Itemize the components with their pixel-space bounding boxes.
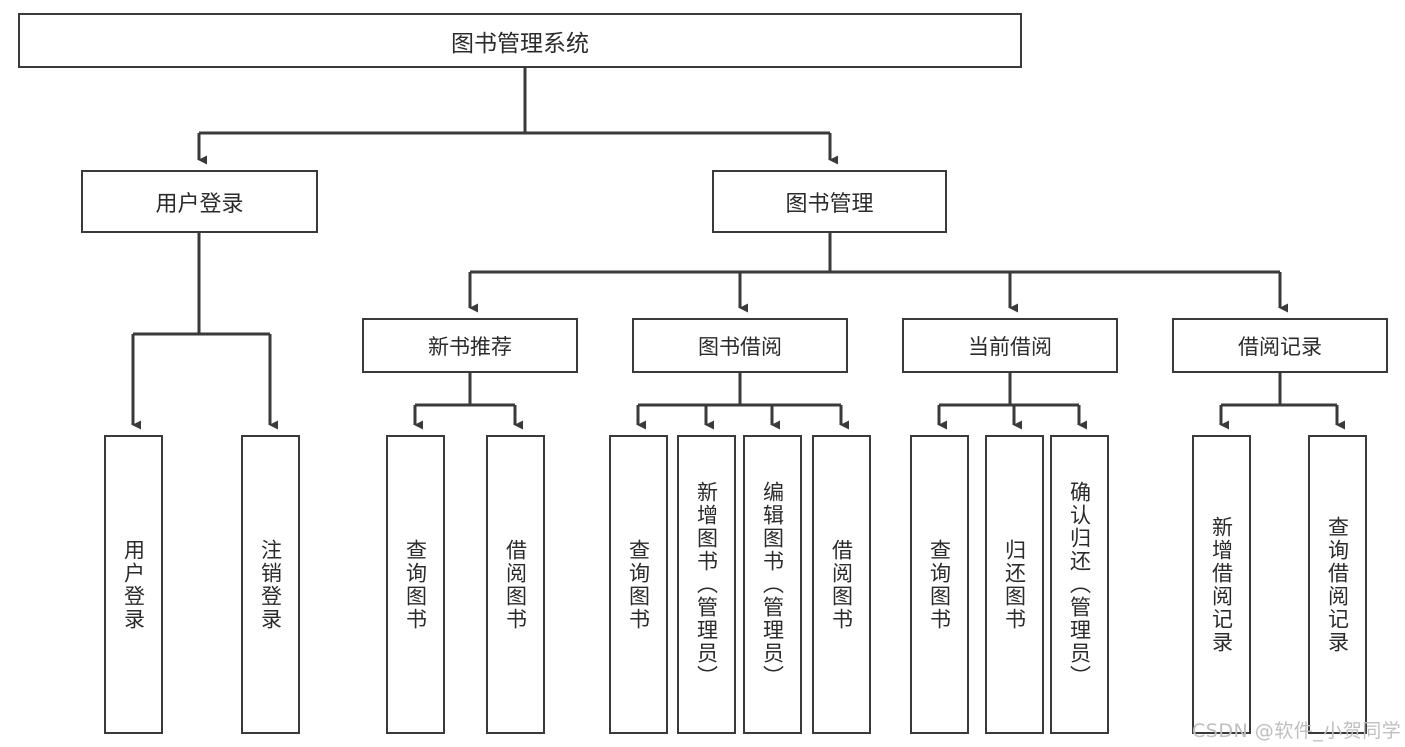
leaf-add-borrow-record-label: 新增借阅记录 xyxy=(1209,515,1234,654)
leaf-confirm-return-admin[interactable]: 确认归还（管理员） xyxy=(1050,435,1109,734)
leaf-add-borrow-record[interactable]: 新增借阅记录 xyxy=(1192,435,1251,734)
leaf-logout[interactable]: 注销登录 xyxy=(241,435,300,734)
node-current-borrow-label: 当前借阅 xyxy=(968,334,1052,359)
node-root[interactable]: 图书管理系统 xyxy=(18,13,1022,68)
node-book-borrow-label: 图书借阅 xyxy=(698,334,782,359)
node-book-borrow[interactable]: 图书借阅 xyxy=(632,318,848,373)
watermark: CSDN @软件_小贺同学 xyxy=(1192,720,1402,742)
node-user-login[interactable]: 用户登录 xyxy=(81,170,318,233)
leaf-user-login-label: 用户登录 xyxy=(121,538,146,631)
leaf-borrow-book[interactable]: 借阅图书 xyxy=(812,435,871,734)
node-new-book-recommend-label: 新书推荐 xyxy=(428,334,512,359)
node-root-label: 图书管理系统 xyxy=(451,30,589,57)
leaf-user-login[interactable]: 用户登录 xyxy=(104,435,163,734)
leaf-query-book-current-label: 查询图书 xyxy=(927,538,952,631)
node-borrow-record[interactable]: 借阅记录 xyxy=(1172,318,1388,373)
leaf-borrow-book-label: 借阅图书 xyxy=(829,538,854,631)
leaf-query-book-current[interactable]: 查询图书 xyxy=(910,435,969,734)
leaf-edit-book-admin[interactable]: 编辑图书（管理员） xyxy=(743,435,802,734)
node-borrow-record-label: 借阅记录 xyxy=(1238,334,1322,359)
leaf-query-book-newbook[interactable]: 查询图书 xyxy=(386,435,445,734)
leaf-edit-book-admin-label: 编辑图书（管理员） xyxy=(760,481,785,688)
node-new-book-recommend[interactable]: 新书推荐 xyxy=(362,318,578,373)
leaf-add-book-admin[interactable]: 新增图书（管理员） xyxy=(677,435,736,734)
leaf-query-book-newbook-label: 查询图书 xyxy=(403,538,428,631)
leaf-query-borrow-record[interactable]: 查询借阅记录 xyxy=(1308,435,1367,734)
leaf-logout-label: 注销登录 xyxy=(258,538,283,631)
leaf-confirm-return-admin-label: 确认归还（管理员） xyxy=(1067,481,1092,688)
node-book-management[interactable]: 图书管理 xyxy=(712,170,947,233)
node-current-borrow[interactable]: 当前借阅 xyxy=(902,318,1118,373)
leaf-return-book-label: 归还图书 xyxy=(1002,538,1027,631)
leaf-return-book[interactable]: 归还图书 xyxy=(985,435,1044,734)
leaf-query-book-borrow-label: 查询图书 xyxy=(626,538,651,631)
leaf-query-borrow-record-label: 查询借阅记录 xyxy=(1325,515,1350,654)
leaf-query-book-borrow[interactable]: 查询图书 xyxy=(609,435,668,734)
node-book-management-label: 图书管理 xyxy=(785,191,874,217)
leaf-add-book-admin-label: 新增图书（管理员） xyxy=(694,481,719,688)
node-user-login-label: 用户登录 xyxy=(155,191,244,217)
leaf-borrow-book-newbook-label: 借阅图书 xyxy=(503,538,528,631)
leaf-borrow-book-newbook[interactable]: 借阅图书 xyxy=(486,435,545,734)
